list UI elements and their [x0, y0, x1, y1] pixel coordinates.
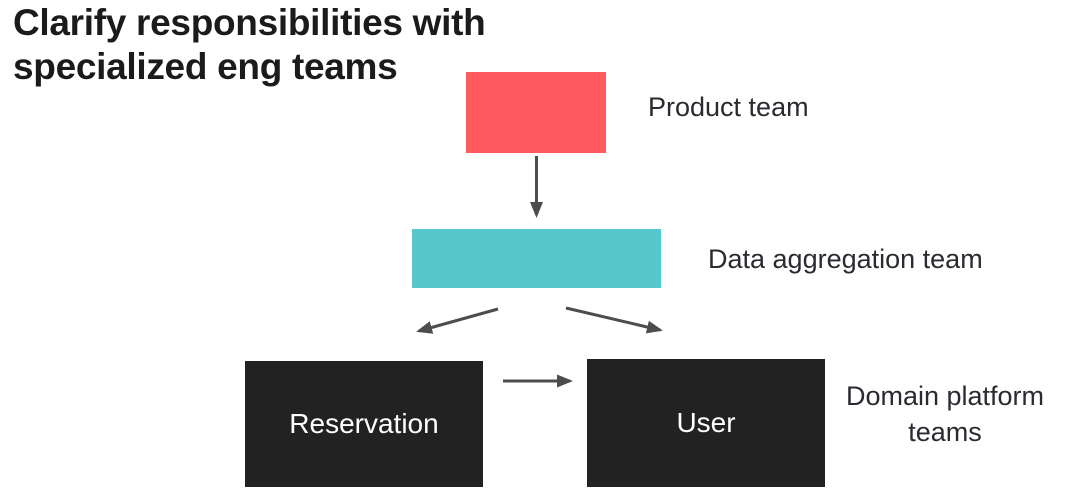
slide-title: Clarify responsibilities with specialize…	[13, 2, 486, 87]
domain-platform-teams-label: Domain platform teams	[845, 381, 1045, 447]
node-reservation-label: Reservation	[289, 408, 439, 439]
arrow-aggregation-to-user	[565, 306, 663, 334]
node-reservation: Reservation	[245, 361, 483, 487]
product-team-label: Product team	[648, 92, 809, 122]
arrow-aggregation-to-reservation	[416, 307, 499, 334]
node-product-team	[466, 72, 606, 153]
node-user-label: User	[676, 407, 736, 438]
data-aggregation-team-label: Data aggregation team	[708, 244, 983, 274]
node-user: User	[587, 359, 825, 487]
node-data-aggregation-team	[412, 229, 661, 288]
